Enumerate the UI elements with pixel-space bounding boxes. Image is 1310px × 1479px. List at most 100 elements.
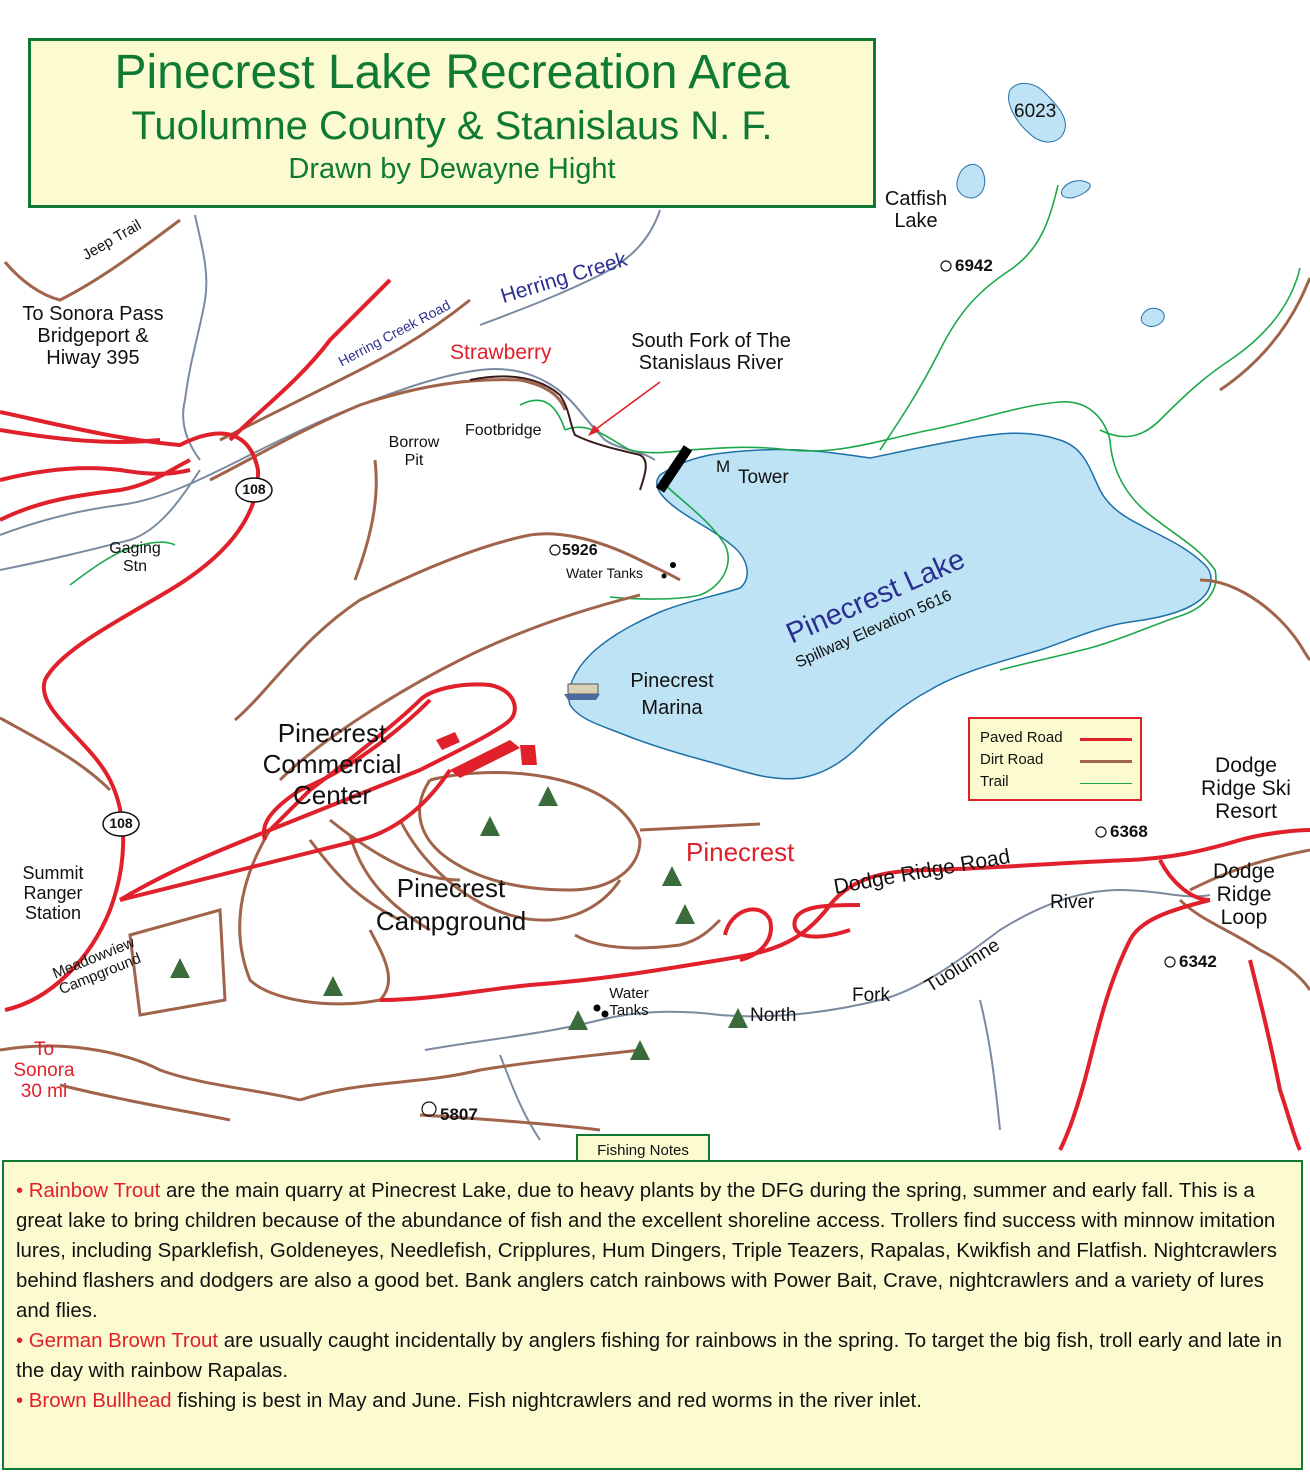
pinecrest-town-label: Pinecrest xyxy=(686,837,795,867)
tent-icon xyxy=(480,816,500,836)
paved-main-pinecrest xyxy=(119,768,452,902)
tower-label: Tower xyxy=(738,467,789,488)
road-campground-loops xyxy=(418,771,642,892)
paved-east-spur xyxy=(1158,859,1211,902)
elevation-label: 6942 xyxy=(955,256,993,275)
tent-icon xyxy=(323,976,343,996)
survey-marker-icon xyxy=(940,260,952,272)
survey-marker-icon xyxy=(1164,956,1176,968)
commercial-building-3 xyxy=(520,745,537,765)
elevation-label: 6023 xyxy=(1014,101,1057,122)
to-sonora-pass-label: To Sonora Pass Bridgeport & Hiway 395 xyxy=(22,303,164,369)
road-south-east-1 xyxy=(574,918,722,950)
highway-shield-icon xyxy=(235,477,273,503)
river-label: River xyxy=(1050,892,1095,913)
title-panel: Pinecrest Lake Recreation Area Tuolumne … xyxy=(28,38,876,208)
survey-marker-icon xyxy=(421,1101,437,1117)
tent-icon xyxy=(662,866,682,886)
survey-marker-icon xyxy=(1095,826,1107,838)
river-branch-southeast xyxy=(979,999,1001,1131)
tent-icon xyxy=(675,904,695,924)
map-subtitle: Tuolumne County & Stanislaus N. F. xyxy=(131,104,773,148)
fishing-notes-tab: Fishing Notes xyxy=(576,1134,710,1164)
water-tank-dot xyxy=(661,573,667,579)
arrow-line xyxy=(591,381,661,433)
elevation-label: 5807 xyxy=(440,1105,478,1124)
map-title: Pinecrest Lake Recreation Area xyxy=(114,46,790,99)
legend-paved-swatch xyxy=(1080,738,1132,741)
paved-dodge-ridge-loop-c xyxy=(1058,898,1211,1151)
elevation-label: 5926 xyxy=(562,542,598,559)
road-south-loop xyxy=(299,1048,641,1102)
notes-text: fishing is best in May and June. Fish ni… xyxy=(171,1390,922,1412)
small-lake-east xyxy=(1061,180,1091,199)
arrow-head xyxy=(588,425,600,436)
paved-dodge-ridge-loop-a xyxy=(792,903,861,939)
paved-west-2 xyxy=(0,458,191,522)
legend-paved-label: Paved Road xyxy=(980,729,1063,746)
map-credit: Drawn by Dewayne Hight xyxy=(288,153,616,185)
summit-ranger-label: Summit Ranger Station xyxy=(22,863,84,923)
north-label: North xyxy=(750,1005,797,1026)
ski-resort-label: Dodge Ridge Ski Resort xyxy=(1201,754,1291,824)
road-southwest-1 xyxy=(0,1044,301,1102)
highway-108-label: 108 xyxy=(242,481,266,497)
road-campground-inner xyxy=(398,819,622,922)
elevation-label: 6342 xyxy=(1179,952,1217,971)
footbridge-label: Footbridge xyxy=(465,422,542,439)
trail-gaging xyxy=(69,541,176,586)
to-sonora-label: To Sonora 30 mi xyxy=(13,1039,75,1102)
species-highlight: • German Brown Trout xyxy=(16,1330,219,1352)
legend-trail-label: Trail xyxy=(980,773,1009,790)
notes-paragraph: • Rainbow Trout are the main quarry at P… xyxy=(16,1176,1289,1326)
herring-creek-road-line xyxy=(219,298,471,442)
highway-108-line xyxy=(0,410,261,1012)
highway-108-west-branch xyxy=(0,428,161,444)
water-tanks-label: Water Tanks xyxy=(609,985,649,1019)
map-legend: Paved Road Dirt Road Trail xyxy=(968,717,1142,801)
creek-northeast xyxy=(479,209,661,326)
notes-text: are usually caught incidentally by angle… xyxy=(16,1330,1282,1382)
water-tank-dot xyxy=(601,1010,609,1018)
road-east-far-3 xyxy=(1219,277,1310,392)
creek-tributary xyxy=(0,469,201,571)
paved-dodge-ridge-loop-d xyxy=(1248,959,1302,1151)
road-east-far-2 xyxy=(1199,578,1310,662)
tuolumne-river-line xyxy=(424,888,1211,1051)
road-strawberry xyxy=(209,378,567,482)
campground-label: Pinecrest Campground xyxy=(375,873,527,936)
notes-paragraph: • Brown Bullhead fishing is best in May … xyxy=(16,1386,1289,1416)
road-meadowview xyxy=(128,908,227,1017)
species-highlight: • Brown Bullhead xyxy=(16,1390,172,1412)
gaging-station-label: Gaging Stn xyxy=(109,540,161,575)
dodge-ridge-loop-label: Dodge Ridge Loop xyxy=(1213,860,1275,930)
herring-creek-line xyxy=(0,368,656,536)
strawberry-label: Strawberry xyxy=(450,341,552,364)
small-lake-pond xyxy=(1140,307,1165,327)
tower-marker-label: M xyxy=(716,457,731,476)
legend-dirt-swatch xyxy=(1080,760,1132,763)
tent-icon xyxy=(170,958,190,978)
jeep-trail-road xyxy=(3,218,181,302)
borrow-pit-label: Borrow Pit xyxy=(388,434,440,469)
fork-label: Fork xyxy=(852,985,890,1006)
road-borrow-pit xyxy=(353,459,378,581)
road-southwest-2 xyxy=(59,1083,231,1122)
trail-catfish xyxy=(879,184,1059,451)
elevation-label: 6368 xyxy=(1110,822,1148,841)
creek-northwest xyxy=(182,214,208,461)
legend-dirt-label: Dirt Road xyxy=(980,751,1044,768)
small-lake-6023 xyxy=(1008,83,1066,143)
road-campground-west xyxy=(238,829,391,1006)
catfish-lake-label: Catfish Lake xyxy=(884,188,948,232)
commercial-building-1 xyxy=(436,732,460,750)
notes-paragraph: • German Brown Trout are usually caught … xyxy=(16,1326,1289,1386)
road-east-far-1 xyxy=(1178,898,1310,991)
water-tank-dot xyxy=(670,562,676,568)
road-east-far-4 xyxy=(1189,848,1310,892)
notes-text: are the main quarry at Pinecrest Lake, d… xyxy=(16,1180,1277,1322)
tent-icon xyxy=(568,1010,588,1030)
road-campground-spokes xyxy=(308,818,461,932)
tent-icon xyxy=(728,1008,748,1028)
tent-icon xyxy=(538,786,558,806)
